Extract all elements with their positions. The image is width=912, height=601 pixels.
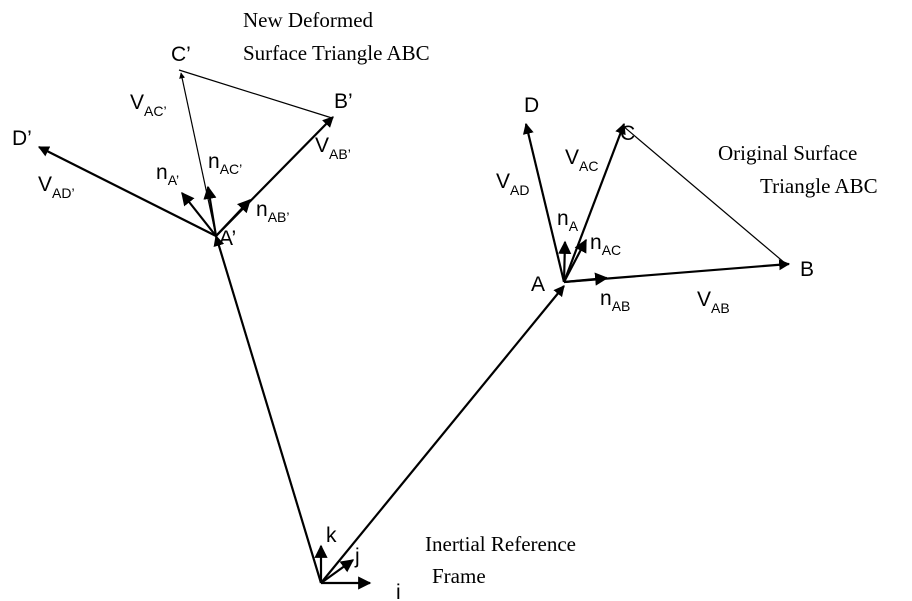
- inertial-frame-axes: [314, 544, 372, 590]
- point-label-c-prime: C’: [171, 43, 191, 66]
- vector-v-ac: [562, 122, 626, 283]
- position-vector-a: [320, 285, 565, 584]
- label-n-ac-prime: nAC’: [208, 150, 242, 177]
- label-n-a-base: n: [557, 207, 569, 230]
- label-n-ab-sub: AB: [612, 298, 631, 314]
- label-n-a-prime: nA’: [156, 161, 179, 188]
- point-label-b: B: [800, 258, 814, 281]
- label-n-a-prime-base: n: [156, 161, 168, 184]
- point-label-d: D: [524, 94, 539, 117]
- deformed-triangle: [38, 69, 334, 237]
- vector-v-ad: [522, 122, 566, 283]
- label-v-ab-prime-base: V: [315, 134, 329, 157]
- axis-label-k: k: [326, 524, 337, 547]
- axis-label-j: j: [354, 545, 360, 568]
- label-n-a-sub: A: [569, 218, 579, 234]
- caption-frame-line2: Frame: [432, 564, 486, 588]
- caption-original-line2: Triangle ABC: [760, 174, 878, 198]
- caption-original-line1: Original Surface: [718, 141, 857, 165]
- label-v-ad-prime-sub: AD’: [52, 185, 75, 201]
- label-v-ad-prime-base: V: [38, 173, 52, 196]
- normal-n-a: [558, 240, 572, 283]
- label-n-ab-prime-sub: AB’: [268, 209, 290, 225]
- label-v-ac-prime-sub: AC’: [144, 103, 167, 119]
- original-triangle: [522, 122, 791, 286]
- label-v-ab-prime: VAB’: [315, 134, 351, 162]
- label-v-ac-sub: AC: [579, 158, 598, 174]
- axis-j-arrow: [320, 559, 355, 584]
- label-v-ad-prime: VAD’: [38, 173, 75, 201]
- label-n-ac: nAC: [590, 231, 621, 258]
- caption-frame-line1: Inertial Reference: [425, 532, 576, 556]
- vector-v-ac-prime: [179, 72, 217, 237]
- label-n-ac-base: n: [590, 231, 602, 254]
- vector-v-ad-prime: [38, 146, 217, 237]
- caption-deformed-line1: New Deformed: [243, 8, 374, 32]
- label-v-ac: VAC: [565, 146, 598, 174]
- normal-n-a-prime: [181, 191, 217, 237]
- label-v-ab-base: V: [697, 288, 711, 311]
- label-n-a: nA: [557, 207, 579, 234]
- label-n-ac-prime-sub: AC’: [220, 161, 243, 177]
- label-n-ab: nAB: [600, 287, 630, 314]
- label-v-ac-prime: VAC’: [130, 91, 167, 119]
- point-label-c: C: [620, 122, 635, 145]
- label-v-ab-prime-sub: AB’: [329, 146, 351, 162]
- position-vector-a-prime: [213, 234, 323, 584]
- point-label-a-prime: A’: [219, 227, 236, 250]
- label-n-ac-prime-base: n: [208, 150, 220, 173]
- caption-deformed-line2: Surface Triangle ABC: [243, 41, 430, 65]
- label-v-ad-sub: AD: [510, 182, 529, 198]
- label-v-ad-base: V: [496, 170, 510, 193]
- normal-n-ab-prime: [215, 199, 251, 237]
- label-v-ab: VAB: [697, 288, 730, 316]
- point-label-b-prime: B’: [334, 90, 353, 113]
- point-label-d-prime: D’: [12, 127, 32, 150]
- normal-n-ac: [563, 238, 587, 283]
- label-v-ac-base: V: [565, 146, 579, 169]
- label-n-ab-prime-base: n: [256, 198, 268, 221]
- axis-label-i: i: [396, 581, 401, 601]
- normal-n-ab: [563, 272, 609, 286]
- edge-c-prime-b-prime: [178, 69, 333, 119]
- label-n-a-prime-sub: A’: [168, 172, 179, 188]
- label-v-ab-sub: AB: [711, 300, 730, 316]
- label-n-ab-base: n: [600, 287, 612, 310]
- normal-n-ac-prime: [203, 185, 218, 237]
- label-n-ac-sub: AC: [602, 242, 621, 258]
- label-n-ab-prime: nAB’: [256, 198, 289, 225]
- point-label-a: A: [531, 273, 545, 296]
- label-v-ac-prime-base: V: [130, 91, 144, 114]
- label-v-ad: VAD: [496, 170, 529, 198]
- edge-c-b: [622, 125, 787, 265]
